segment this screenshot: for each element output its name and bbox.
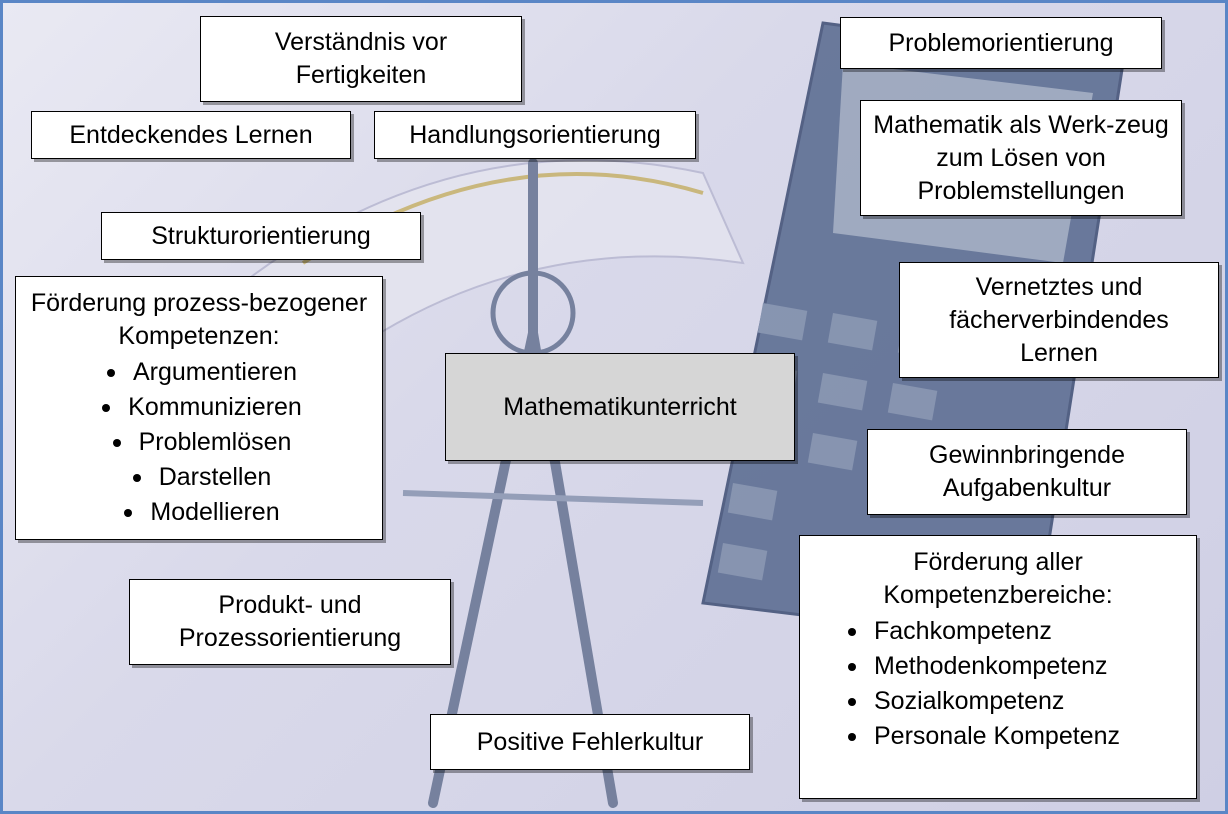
list-item: Argumentieren bbox=[101, 355, 297, 390]
kompetenzbereiche-list: Fachkompetenz Methodenkompetenz Sozialko… bbox=[842, 614, 1120, 754]
box-problemorientierung-text: Problemorientierung bbox=[888, 28, 1114, 57]
box-verstaendnis-text: Verständnis vor Fertigkeiten bbox=[274, 28, 448, 89]
box-prozessbezogene-kompetenzen: Förderung prozess-bezogener Kompetenzen:… bbox=[15, 276, 383, 540]
box-werkzeug-text: Mathematik als Werk-zeug zum Lösen von P… bbox=[873, 110, 1169, 205]
box-strukturorientierung: Strukturorientierung bbox=[101, 212, 421, 260]
list-item: Darstellen bbox=[127, 460, 271, 495]
box-vernetztes-lernen: Vernetztes und fächerverbindendes Lernen bbox=[899, 262, 1219, 378]
center-node-mathematikunterricht: Mathematikunterricht bbox=[445, 353, 795, 461]
box-werkzeug: Mathematik als Werk-zeug zum Lösen von P… bbox=[860, 100, 1182, 216]
list-item: Modellieren bbox=[118, 495, 280, 530]
box-verstaendnis: Verständnis vor Fertigkeiten bbox=[200, 16, 522, 102]
box-aufgabenkultur-text: Gewinnbringende Aufgabenkultur bbox=[929, 441, 1125, 502]
list-item: Kommunizieren bbox=[96, 390, 302, 425]
box-handlungsorientierung: Handlungsorientierung bbox=[374, 111, 696, 159]
box-vernetztes-lernen-text: Vernetztes und fächerverbindendes Lernen bbox=[949, 272, 1169, 367]
center-node-text: Mathematikunterricht bbox=[503, 392, 737, 421]
ruler-line bbox=[402, 490, 704, 506]
prozess-kompetenzen-list: Argumentieren Kommunizieren Problemlösen… bbox=[96, 355, 302, 530]
box-handlungsorientierung-text: Handlungsorientierung bbox=[409, 120, 661, 149]
box-problemorientierung: Problemorientierung bbox=[840, 17, 1162, 69]
box-kompetenzbereiche: Förderung aller Kompetenzbereiche: Fachk… bbox=[799, 535, 1197, 799]
box-aufgabenkultur: Gewinnbringende Aufgabenkultur bbox=[867, 429, 1187, 515]
list-item: Fachkompetenz bbox=[842, 614, 1120, 649]
box-strukturorientierung-text: Strukturorientierung bbox=[151, 221, 371, 250]
list-item: Personale Kompetenz bbox=[842, 719, 1120, 754]
list-item: Sozialkompetenz bbox=[842, 684, 1120, 719]
box-entdeckendes-lernen-text: Entdeckendes Lernen bbox=[69, 120, 313, 149]
box-entdeckendes-lernen: Entdeckendes Lernen bbox=[31, 111, 351, 159]
box-prozess-heading: Förderung prozess-bezogener Kompetenzen: bbox=[30, 289, 368, 350]
box-fehlerkultur-text: Positive Fehlerkultur bbox=[476, 727, 704, 756]
list-item: Problemlösen bbox=[107, 425, 291, 460]
box-fehlerkultur: Positive Fehlerkultur bbox=[430, 714, 750, 770]
box-kompetenz-heading: Förderung aller Kompetenzbereiche: bbox=[883, 548, 1113, 609]
list-item: Methodenkompetenz bbox=[842, 649, 1120, 684]
box-produkt-text: Produkt- und Prozessorientierung bbox=[178, 591, 402, 652]
box-produkt-prozessorientierung: Produkt- und Prozessorientierung bbox=[129, 579, 451, 665]
